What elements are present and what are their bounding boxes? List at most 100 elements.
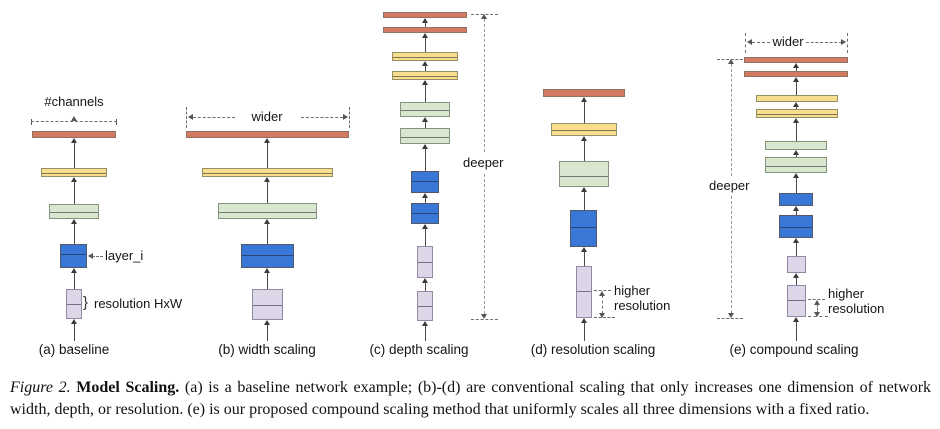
layer-yellow <box>41 168 107 177</box>
wider-e-left-tick <box>745 33 746 53</box>
layer-divider <box>401 136 449 138</box>
flow-arrow <box>793 63 800 71</box>
higher-res-e-arrow-down-icon <box>814 312 820 317</box>
flow-arrow <box>581 318 588 341</box>
layer-yellow <box>756 95 838 102</box>
layer-i-leader-line <box>92 256 103 257</box>
channels-bracket-right-tick <box>116 119 117 125</box>
flow-arrow <box>793 238 800 256</box>
layer-divider <box>61 254 86 256</box>
layer-divider <box>418 262 432 263</box>
layer-yellow <box>202 168 333 177</box>
layer-yellow <box>392 52 458 61</box>
flow-arrow <box>422 80 429 102</box>
higher-res-d-arrow-up-icon <box>599 291 605 296</box>
deeper-c-arrow-down-icon <box>481 314 487 319</box>
flow-arrow <box>793 206 800 215</box>
layer-yellow <box>392 71 458 80</box>
subcaption-e: (e) compound scaling <box>729 342 859 357</box>
layer-salmon <box>383 27 467 33</box>
deeper-e-bottom-tick <box>717 318 743 319</box>
channels-arrow-up-icon <box>71 116 77 121</box>
layer-divider <box>203 172 332 174</box>
layer-divider <box>418 306 432 307</box>
deeper-c-label: deeper <box>463 155 504 170</box>
layer-salmon <box>744 57 848 63</box>
higher-label-d: higher <box>614 283 651 298</box>
layer-blue <box>779 215 813 238</box>
channels-bracket-line <box>31 121 117 122</box>
resolution-brace: } <box>83 294 89 311</box>
flow-arrow <box>581 136 588 161</box>
layer-i-arrow-left-icon <box>88 253 93 259</box>
layer-green <box>218 203 317 219</box>
layer-divider <box>788 300 805 302</box>
layer-divider <box>780 226 812 228</box>
resolution-hxw-label: resolution HxW <box>94 296 183 311</box>
layer-green <box>765 157 827 173</box>
wider-e-right-tick <box>847 33 848 53</box>
higher-res-e-arrow-up-icon <box>814 300 820 305</box>
flow-arrow <box>793 77 800 95</box>
channels-label: #channels <box>44 94 104 109</box>
deeper-e-arrow-up-icon <box>728 59 734 64</box>
layer-divider <box>219 211 316 213</box>
flow-arrow <box>793 102 800 109</box>
deeper-c-arrow-up-icon <box>481 14 487 19</box>
layer-divider <box>571 227 596 229</box>
layer-yellow <box>551 123 617 136</box>
layer-divider <box>552 129 616 131</box>
layer-green <box>400 102 450 117</box>
flow-arrow <box>71 138 78 168</box>
layer-purple <box>66 289 82 319</box>
wider-e-left-dash <box>752 42 770 43</box>
layer-green <box>765 141 827 150</box>
flow-arrow <box>422 33 429 52</box>
layer-purple <box>417 246 433 278</box>
flow-arrow <box>581 97 588 123</box>
layer-salmon <box>383 12 467 18</box>
higher-res-e-top-dash <box>808 299 825 300</box>
layer-divider <box>50 212 98 214</box>
flow-arrow <box>71 219 78 244</box>
layer-divider <box>401 110 449 112</box>
layer-divider <box>412 181 438 182</box>
layer-green <box>559 161 609 187</box>
layer-blue <box>570 210 597 247</box>
flow-arrow <box>264 219 271 244</box>
higher-res-e-line <box>817 304 818 314</box>
flow-arrow <box>422 117 429 128</box>
layer-divider <box>412 212 438 214</box>
layer-purple <box>417 291 433 321</box>
layer-purple <box>252 289 283 320</box>
deeper-c-bottom-tick <box>471 319 498 320</box>
wider-e-right-dash <box>806 42 842 43</box>
wider-b-left-dash <box>193 117 235 118</box>
figure-caption-number: Figure 2. <box>10 379 71 396</box>
flow-arrow <box>71 319 78 341</box>
flow-arrow <box>71 268 78 289</box>
layer-salmon <box>744 71 848 77</box>
deeper-c-upper-line <box>484 19 485 152</box>
subcaption-b: (b) width scaling <box>218 342 316 357</box>
subcaption-a: (a) baseline <box>38 342 110 357</box>
flow-arrow <box>264 138 271 168</box>
wider-b-right-dash <box>301 117 343 118</box>
subcaption-d: (d) resolution scaling <box>530 342 656 357</box>
wider-b-arrow-right-icon <box>343 114 348 120</box>
flow-arrow <box>793 150 800 157</box>
layer-blue <box>411 171 439 193</box>
flow-arrow <box>422 144 429 171</box>
flow-arrow <box>422 224 429 246</box>
layer-salmon <box>32 131 116 138</box>
flow-arrow <box>793 173 800 193</box>
layer-blue <box>779 193 813 206</box>
higher-res-d-top-dash <box>594 290 611 291</box>
higher-res-d-line <box>602 295 603 314</box>
flow-arrow <box>422 278 429 291</box>
deeper-e-label: deeper <box>709 178 750 193</box>
flow-arrow <box>422 18 429 27</box>
layer-blue <box>411 203 439 224</box>
layer-divider <box>242 254 293 256</box>
